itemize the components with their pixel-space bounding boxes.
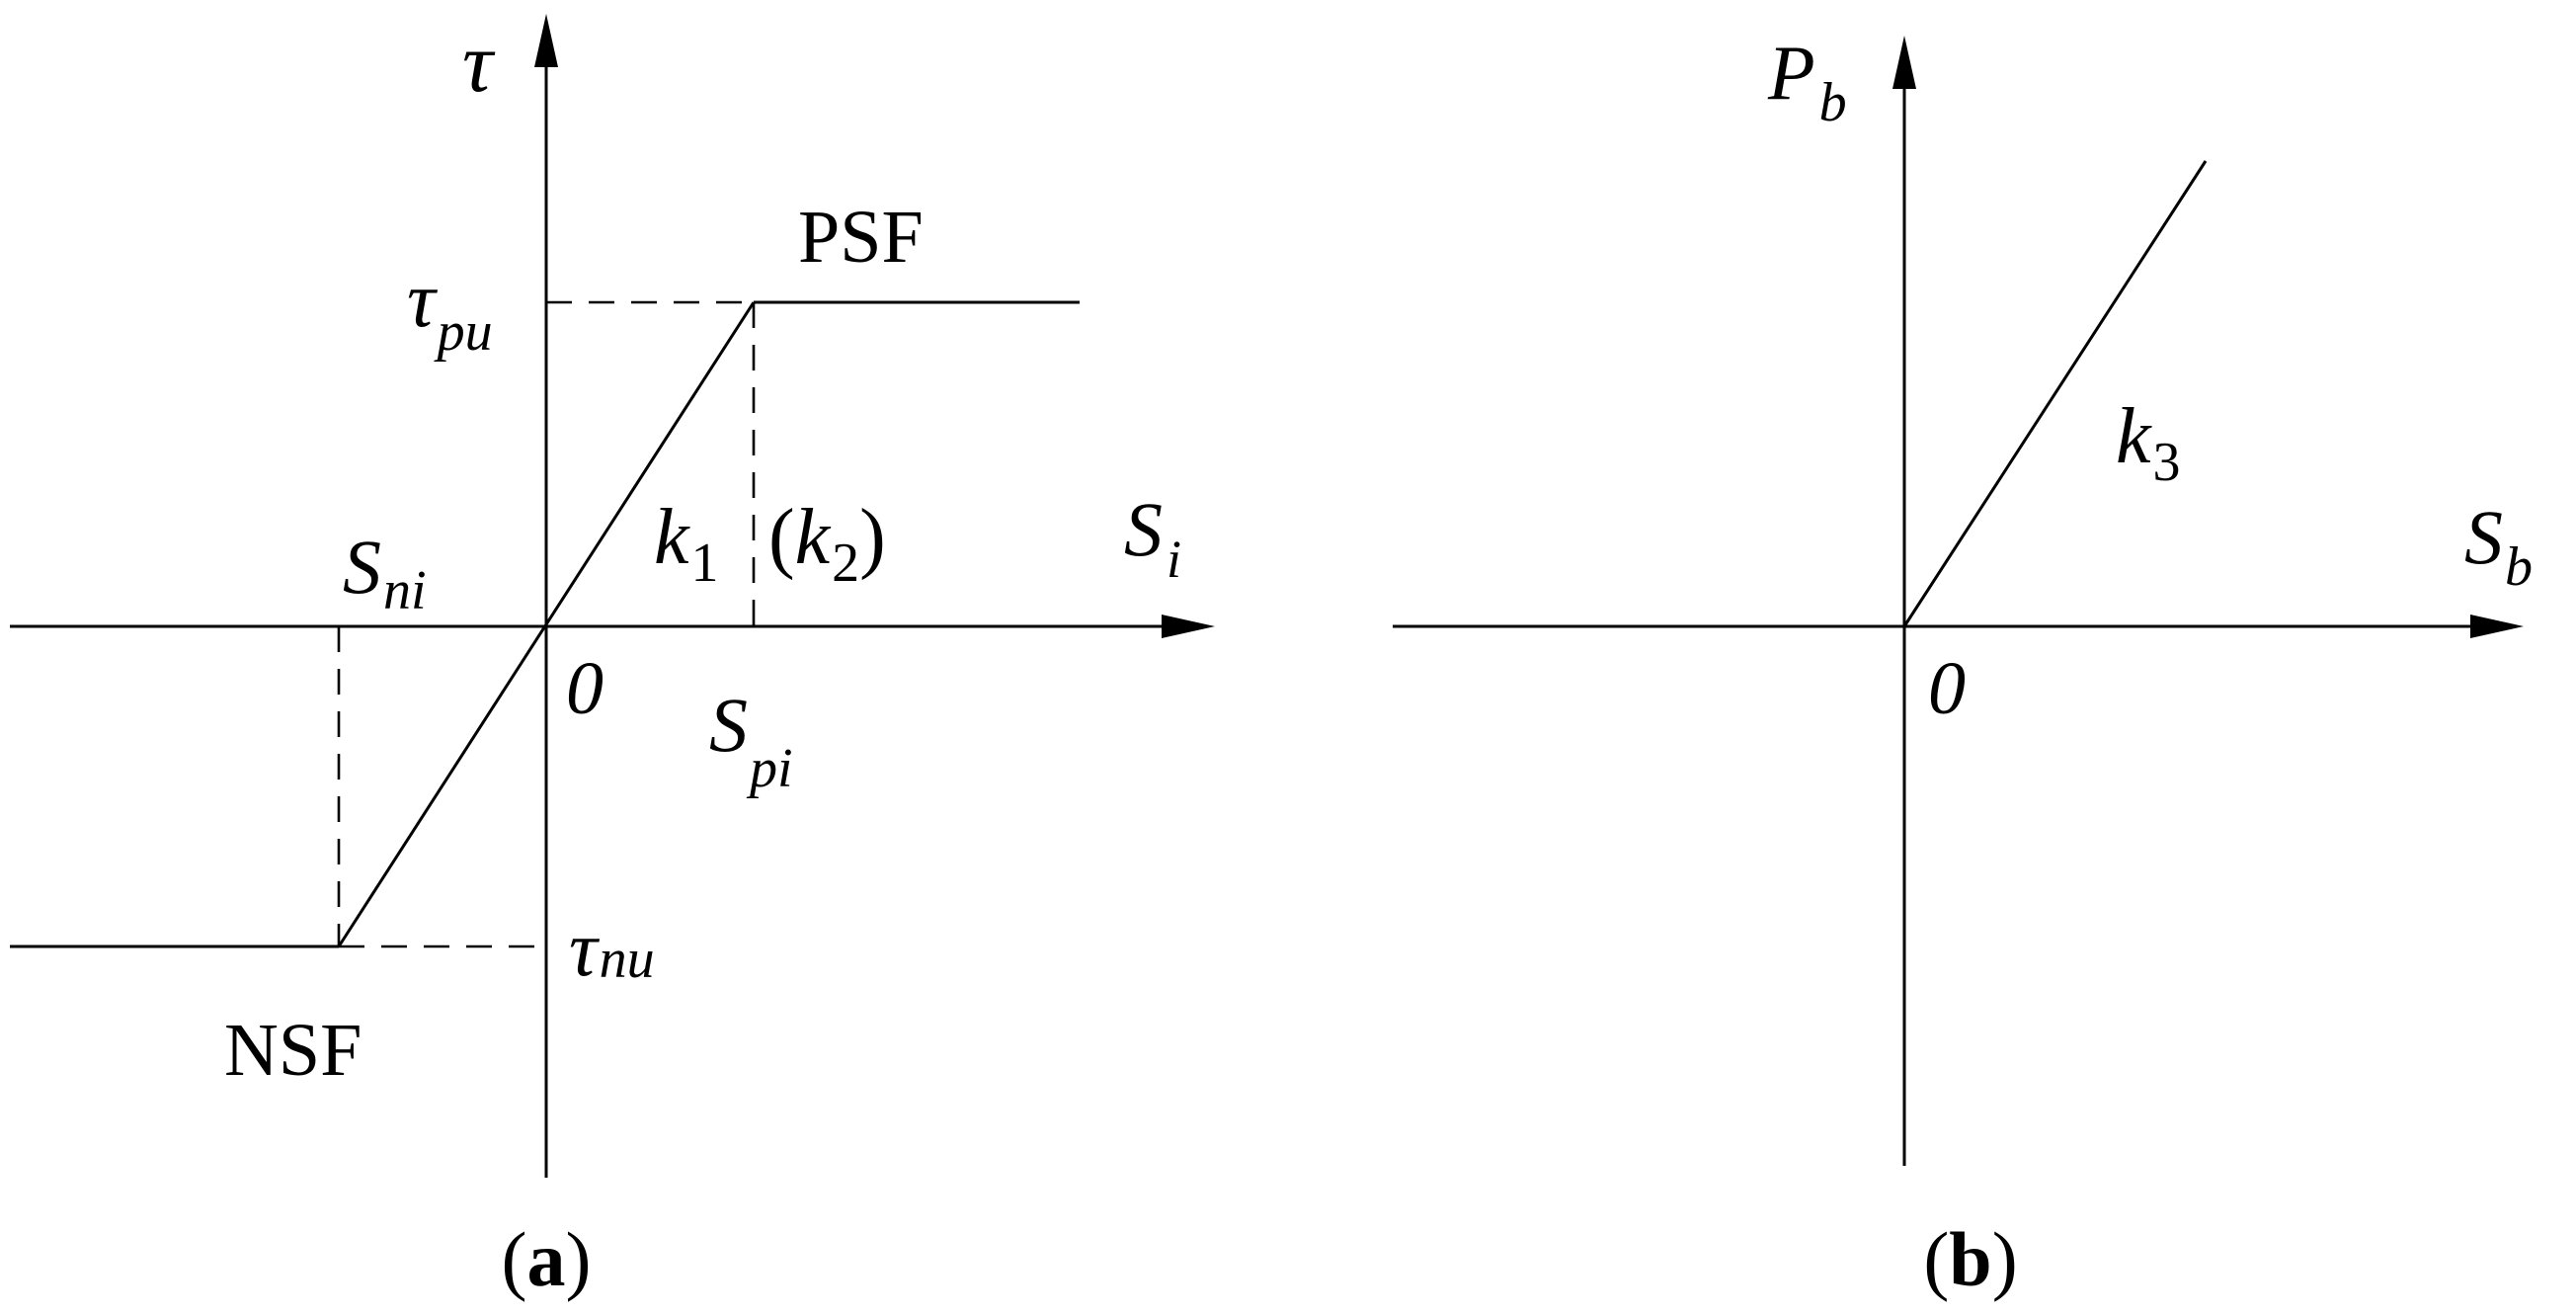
panel-a-y-axis-arrow [534,14,558,67]
panel-b-y-axis-label: Pb [1767,30,1847,133]
panel-a-k1-label: k1 [654,494,719,594]
panel-b-x-axis-label: Sb [2464,494,2533,598]
panel-a-x-axis-label: Si [1124,486,1181,589]
panel-a-tau-pu-label: τpu [407,257,493,363]
panel-a-k2-label: (k2) [768,494,886,594]
panel-a-nsf-label: NSF [224,1009,362,1092]
panel-b-x-axis-arrow [2470,615,2524,638]
panel-a-elastic-slope-line [337,301,756,947]
panel-a-psf-label: PSF [798,196,924,279]
panel-a-x-axis-arrow [1162,615,1215,638]
panel-a-tau-nu-label: τnu [569,906,655,993]
panel-b-k3-label: k3 [2116,393,2181,493]
panel-a-y-axis-label: τ [462,15,496,110]
panel-a-s-ni-label: Sni [343,524,427,621]
panel-a-origin-label: 0 [566,647,604,730]
panel-a: τ Si 0 τpu τnu Sni Spi k1 (k2) PSF NSF (… [10,14,1215,1302]
panel-a-caption: (a) [502,1216,592,1302]
panel-b-stiffness-line [1902,160,2208,627]
panel-b: Pb Sb 0 k3 (b) [1393,30,2533,1302]
panel-b-origin-label: 0 [1928,647,1966,730]
panel-b-y-axis-arrow [1892,36,1916,89]
panel-b-caption: (b) [1923,1216,2017,1302]
panel-a-s-pi-label: Spi [709,682,793,799]
